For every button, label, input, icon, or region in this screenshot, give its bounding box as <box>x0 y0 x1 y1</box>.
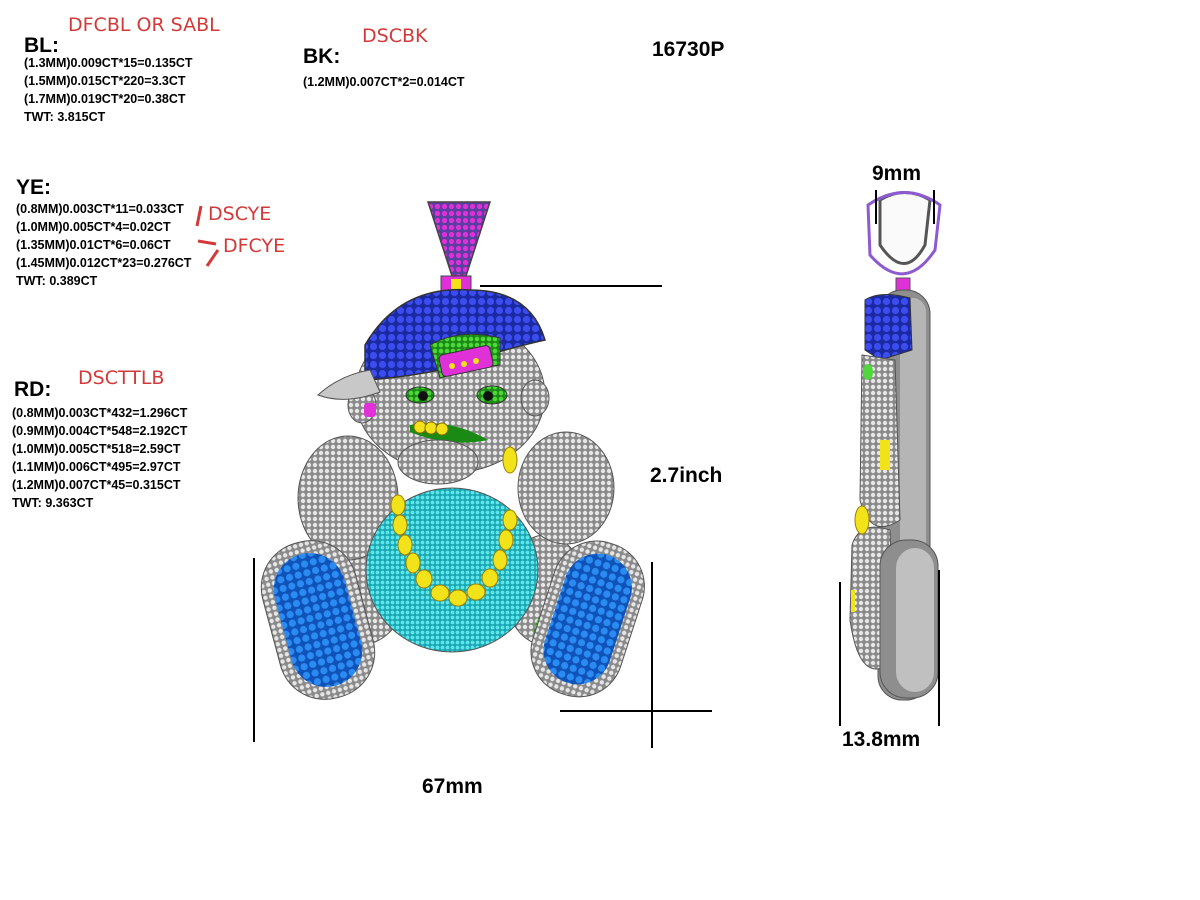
chain-link <box>448 589 468 607</box>
ye-spec-line: (1.0MM)0.005CT*4=0.02CT <box>16 220 171 234</box>
chain-link <box>492 549 508 571</box>
chain-link <box>502 446 518 474</box>
bk-spec-line: (1.2MM)0.007CT*2=0.014CT <box>303 75 465 89</box>
bl-spec-line: (1.5MM)0.015CT*220=3.3CT <box>24 74 186 88</box>
rd-spec-line: (1.1MM)0.006CT*495=2.97CT <box>12 460 181 474</box>
chain-link <box>397 534 413 556</box>
pendant-front-view <box>260 201 645 700</box>
rd-spec-line: (1.2MM)0.007CT*45=0.315CT <box>12 478 181 492</box>
right-pupil <box>483 391 493 401</box>
bl-heading: BL: <box>24 34 59 57</box>
ye-spec-list: (0.8MM)0.003CT*11=0.033CT (1.0MM)0.005CT… <box>16 200 191 290</box>
front-dimension-lines <box>253 285 712 748</box>
red-annotation-ticks <box>195 205 220 267</box>
chain-link <box>392 514 408 536</box>
cap <box>364 288 546 381</box>
side-yellow-accent <box>851 590 855 612</box>
right-ear <box>520 379 550 417</box>
chain-link <box>502 509 518 531</box>
chain-link <box>405 552 421 574</box>
ye-note-tick <box>197 239 217 246</box>
bk-heading: BK: <box>303 45 341 68</box>
ye-stone-note-dscye: DSCYE <box>208 203 272 225</box>
rd-spec-line: (0.8MM)0.003CT*432=1.296CT <box>12 406 188 420</box>
chain-link <box>430 584 450 602</box>
bail-yellow-stone <box>451 279 461 289</box>
rd-heading: RD: <box>14 378 52 401</box>
chain-link <box>481 568 499 588</box>
ye-note-tick <box>205 249 220 267</box>
cap-yellow-stone <box>473 358 479 364</box>
right-arm <box>517 431 615 545</box>
ye-spec-line: (1.35MM)0.01CT*6=0.06CT <box>16 238 171 252</box>
cap-yellow-stone <box>449 363 455 369</box>
model-number: 16730P <box>652 38 725 61</box>
gold-chain <box>390 446 518 607</box>
left-pupil <box>418 391 428 401</box>
side-bail-outline <box>866 191 942 276</box>
bail <box>426 201 492 277</box>
side-cap <box>864 294 913 361</box>
thickness-dimension-label: 13.8mm <box>842 728 921 751</box>
gold-tooth <box>424 421 438 435</box>
side-green-stone <box>863 364 873 380</box>
cap-yellow-stone <box>461 361 467 367</box>
bail-width-dimension-label: 9mm <box>872 162 922 185</box>
pendant-side-view <box>849 191 942 701</box>
ye-note-tick <box>195 205 203 227</box>
gold-tooth <box>413 420 427 434</box>
bl-stone-note: DFCBL OR SABL <box>68 14 220 36</box>
left-shoe-sole <box>260 540 376 700</box>
hands <box>397 439 479 485</box>
bk-stone-note: DSCBK <box>362 25 428 47</box>
ye-stone-note-dfcye: DFCYE <box>223 235 286 257</box>
ye-total-weight: TWT: 0.389CT <box>16 274 98 288</box>
rd-spec-list: (0.8MM)0.003CT*432=1.296CT (0.9MM)0.004C… <box>12 404 187 512</box>
right-shoe-sole <box>530 540 645 698</box>
chain-link <box>415 569 433 589</box>
rd-spec-line: (0.9MM)0.004CT*548=2.192CT <box>12 424 188 438</box>
rd-spec-line: (1.0MM)0.005CT*518=2.59CT <box>12 442 181 456</box>
chain-link <box>466 583 486 601</box>
diaper <box>365 487 539 653</box>
bl-spec-list: (1.3MM)0.009CT*15=0.135CT (1.5MM)0.015CT… <box>24 54 192 126</box>
ye-spec-line: (1.45MM)0.012CT*23=0.276CT <box>16 256 192 270</box>
bl-spec-line: (1.7MM)0.019CT*20=0.38CT <box>24 92 186 106</box>
bk-spec-list: (1.2MM)0.007CT*2=0.014CT <box>303 73 465 91</box>
side-chain-link <box>854 505 870 535</box>
side-gold-chain <box>880 440 890 470</box>
bl-spec-line: (1.3MM)0.009CT*15=0.135CT <box>24 56 193 70</box>
earring <box>364 403 376 417</box>
bl-total-weight: TWT: 3.815CT <box>24 110 106 124</box>
cap-brim <box>317 369 381 400</box>
side-shoe-highlight <box>896 548 934 692</box>
gold-tooth <box>435 422 449 436</box>
ye-heading: YE: <box>16 176 52 199</box>
chain-link <box>498 529 514 551</box>
side-bail <box>878 191 932 265</box>
rd-stone-note: DSCTTLB <box>78 367 165 389</box>
width-dimension-label: 67mm <box>422 775 483 798</box>
chain-link <box>390 494 406 516</box>
ye-spec-line: (0.8MM)0.003CT*11=0.033CT <box>16 202 184 216</box>
height-dimension-label: 2.7inch <box>650 464 723 487</box>
rd-total-weight: TWT: 9.363CT <box>12 496 94 510</box>
side-dimension-lines <box>839 190 940 726</box>
